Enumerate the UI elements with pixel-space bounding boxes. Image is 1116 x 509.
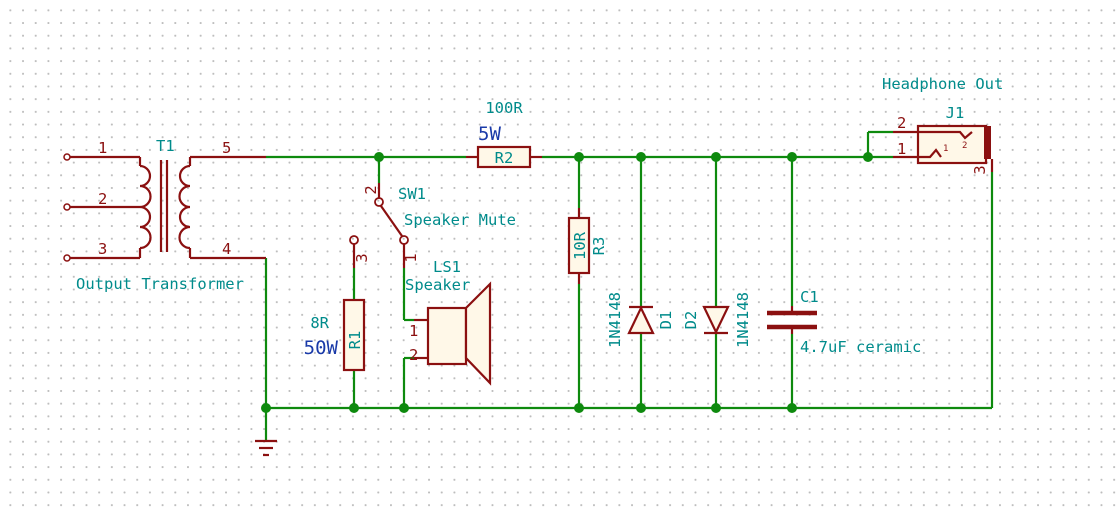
j1-pin-3: 3 (971, 165, 989, 174)
junctions (261, 152, 873, 413)
j1-pin-1: 1 (897, 140, 906, 158)
j1-ref: J1 (946, 104, 965, 122)
r2-power: 5W (478, 123, 501, 145)
wires (264, 130, 994, 440)
sw1-pin-2: 2 (362, 185, 380, 194)
ls1-pin-1: 1 (409, 322, 418, 340)
r2-value: 100R (485, 99, 523, 117)
c1-ref: C1 (800, 288, 819, 306)
j1-inner-pin-2: 2 (962, 141, 967, 151)
sw1-pin-1: 1 (402, 253, 420, 262)
t1-ref: T1 (156, 137, 175, 155)
j1-pin-2: 2 (897, 114, 906, 132)
ls1-pin-2: 2 (409, 346, 418, 364)
resistor-r3[interactable]: 10R R3 (567, 208, 608, 284)
resistor-r1[interactable]: R1 8R 50W (304, 298, 366, 372)
c1-value: 4.7uF ceramic (800, 338, 921, 356)
d2-value: 1N4148 (734, 292, 752, 348)
sw1-value: Speaker Mute (404, 211, 516, 229)
r3-value: 10R (571, 231, 589, 260)
r1-value: 8R (310, 314, 329, 332)
switch-sw1[interactable]: 2 1 3 SW1 Speaker Mute (349, 183, 516, 268)
capacitor-c1[interactable]: C1 4.7uF ceramic (767, 288, 921, 356)
r1-ref: R1 (346, 331, 364, 350)
diode-d2[interactable]: D2 1N4148 (682, 292, 752, 348)
ls1-value: Speaker (405, 276, 470, 294)
headphone-jack-j1[interactable]: 2 1 3 1 2 J1 (893, 104, 994, 175)
d1-value: 1N4148 (606, 292, 624, 348)
t1-pin-3: 3 (98, 240, 107, 258)
d1-ref: D1 (657, 311, 675, 330)
d2-ref: D2 (682, 311, 700, 330)
r3-ref: R3 (590, 237, 608, 256)
t1-pin-4: 4 (222, 240, 231, 258)
ground-symbol (255, 439, 277, 457)
t1-pin-2: 2 (98, 190, 107, 208)
r2-ref: R2 (495, 149, 514, 167)
speaker-ls1[interactable]: 1 2 LS1 Speaker (405, 258, 492, 386)
r1-power: 50W (304, 337, 339, 359)
diode-d1[interactable]: 1N4148 D1 (606, 292, 675, 348)
headphone-out-label: Headphone Out (882, 75, 1003, 93)
j1-inner-pin-1: 1 (943, 144, 948, 154)
t1-value: Output Transformer (76, 275, 244, 293)
sw1-ref: SW1 (398, 185, 426, 203)
sw1-pin-3: 3 (353, 253, 371, 262)
transformer-t1[interactable]: 1 2 3 5 4 T1 Output Transformer (63, 137, 266, 293)
t1-pin-5: 5 (222, 139, 231, 157)
ls1-ref: LS1 (433, 258, 461, 276)
t1-pin-1: 1 (98, 139, 107, 157)
resistor-r2[interactable]: R2 100R 5W (466, 99, 542, 169)
